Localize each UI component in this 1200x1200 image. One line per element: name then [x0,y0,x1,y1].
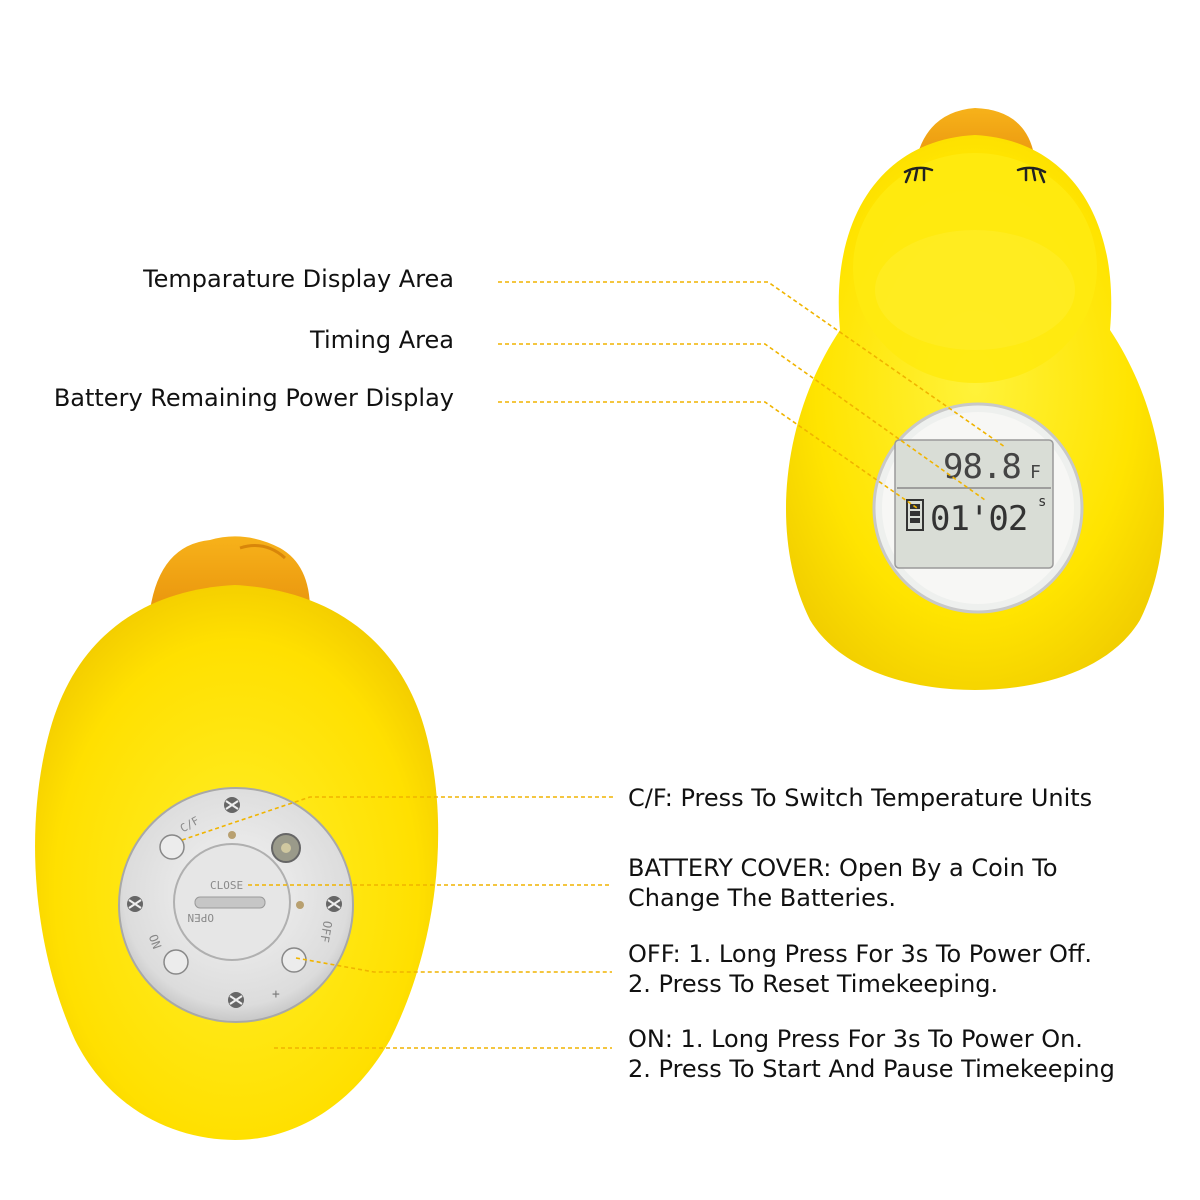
label-off-button: OFF: 1. Long Press For 3s To Power Off. … [628,939,1092,999]
leader-lines [181,281,1006,1049]
label-battery-cover-line1: BATTERY COVER: Open By a Coin To [628,854,1058,882]
off-button[interactable] [281,947,307,973]
label-battery-cover-line2: Change The Batteries. [628,884,896,912]
label-on-button: ON: 1. Long Press For 3s To Power On. 2.… [628,1024,1115,1084]
off-text: OFF [317,920,335,944]
label-battery-cover: BATTERY COVER: Open By a Coin To Change … [628,853,1058,913]
cf-button[interactable] [159,834,185,860]
lcd-screen [894,439,1054,569]
label-timing-area: Timing Area [310,326,454,354]
label-off-line1: OFF: 1. Long Press For 3s To Power Off. [628,940,1093,968]
label-on-line2: 2. Press To Start And Pause Timekeeping [628,1055,1115,1083]
label-battery-display: Battery Remaining Power Display [53,384,454,412]
duck-back: CLOSE OPEN C/F ON OFF + [35,536,439,1140]
lcd-time-unit: s [1038,494,1046,510]
label-off-line2: 2. Press To Reset Timekeeping. [628,970,999,998]
label-on-line1: ON: 1. Long Press For 3s To Power On. [628,1025,1083,1053]
eye-right-icon [1016,166,1047,184]
lcd-temperature: 98.8 [943,447,1021,487]
label-cf-button: C/F: Press To Switch Temperature Units [628,784,1093,812]
lcd-time: 01'02 [930,499,1027,539]
leader-off [295,957,612,973]
eye-left-icon [903,166,934,184]
leader-timing [498,343,986,501]
leader-temperature [498,281,1006,448]
lcd-temp-unit: F [1030,462,1041,483]
leader-battery [498,401,918,509]
battery-cover-close-text: CLOSE [210,879,243,892]
on-button[interactable] [163,949,189,975]
leader-cf [181,796,616,841]
screw-icon [127,797,342,1008]
on-text: ON [146,932,164,950]
duck-front: 98.8 F 01'02 s [786,108,1164,690]
battery-cover-open-text: OPEN [188,911,215,924]
plus-text: + [272,987,280,1002]
label-temperature-display: Temparature Display Area [143,265,454,293]
